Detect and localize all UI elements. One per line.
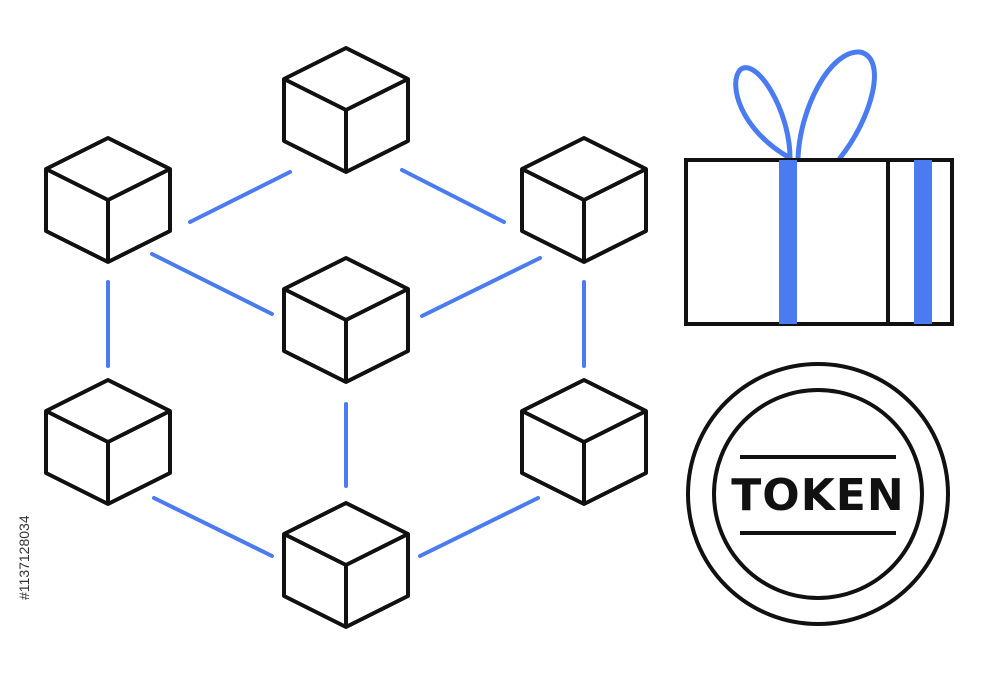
block-cube-bottom <box>282 501 410 629</box>
connector-bottomright-bottom <box>418 496 540 558</box>
connector-topleft-center <box>150 252 274 316</box>
token-label: TOKEN <box>731 470 904 521</box>
blockchain-network-icon <box>44 46 648 629</box>
block-cube-top-left <box>44 136 172 264</box>
network-connectors <box>106 168 586 558</box>
connector-topleft-top <box>188 170 292 224</box>
block-cube-bottom-left <box>44 378 172 506</box>
connector-top-topright <box>400 168 506 224</box>
gift-ribbon-right <box>914 160 932 324</box>
token-inner-ring <box>712 388 924 600</box>
gift-box-body <box>684 158 954 326</box>
block-cube-bottom-right <box>520 378 648 506</box>
gift-bow <box>733 49 877 161</box>
block-cube-top-right <box>520 136 648 264</box>
stock-id-watermark: #1137128034 <box>16 515 32 600</box>
connector-topright-center <box>420 256 542 318</box>
connector-bottomleft-bottom <box>152 496 274 558</box>
block-cube-top <box>282 46 410 174</box>
token-coin-icon: TOKEN <box>686 362 950 626</box>
token-outer-ring <box>686 362 950 626</box>
block-cube-center <box>282 256 410 384</box>
gift-box-icon <box>684 49 954 326</box>
gift-ribbon-left <box>779 160 797 324</box>
